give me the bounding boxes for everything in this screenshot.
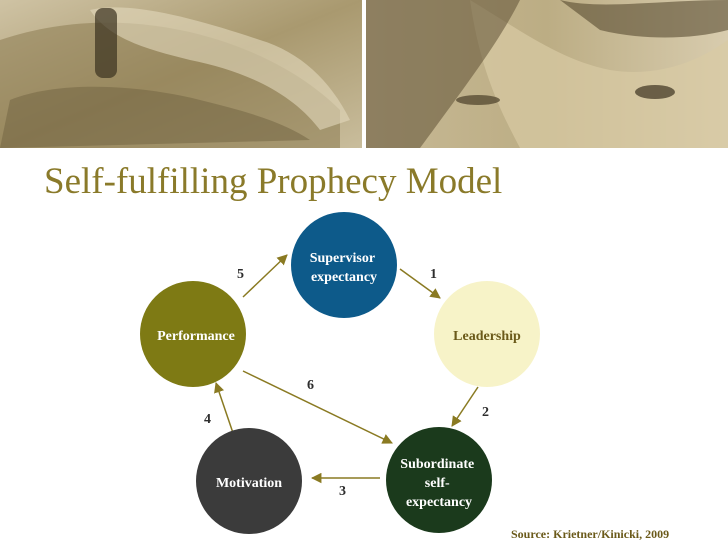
node-performance: Performance <box>140 281 246 387</box>
subordinate-label-line3: expectancy <box>406 495 472 510</box>
subordinate-label-line1: Subordinate <box>400 457 474 472</box>
node-leadership: Leadership <box>434 281 540 387</box>
subordinate-label-line2: self- <box>425 476 450 491</box>
arrow-6-label: 6 <box>307 378 314 393</box>
arrow-2 <box>452 387 478 426</box>
arrow-2-label: 2 <box>482 405 489 420</box>
motivation-label: Motivation <box>216 476 282 491</box>
node-supervisor-expectancy: Supervisor expectancy <box>291 212 397 318</box>
arrow-5-label: 5 <box>237 267 244 282</box>
arrow-4-label: 4 <box>204 412 211 427</box>
leadership-label: Leadership <box>453 329 521 344</box>
source-citation: Source: Kriet​ner/Kinicki, 2009 <box>511 527 669 542</box>
performance-label: Performance <box>157 329 235 344</box>
arrow-3-label: 3 <box>339 484 346 499</box>
svg-text:Leadership: Leadership <box>453 329 521 344</box>
arrow-4 <box>216 383 233 433</box>
node-subordinate-self-expectancy: Subordinate self- expectancy <box>386 427 492 533</box>
node-motivation: Motivation <box>196 428 302 534</box>
arrow-5 <box>243 255 287 297</box>
arrow-1-label: 1 <box>430 267 437 282</box>
supervisor-label-line2: expectancy <box>311 270 377 285</box>
supervisor-label-line1: Supervisor <box>310 251 375 266</box>
svg-text:Motivation: Motivation <box>216 476 282 491</box>
svg-text:Performance: Performance <box>157 329 235 344</box>
